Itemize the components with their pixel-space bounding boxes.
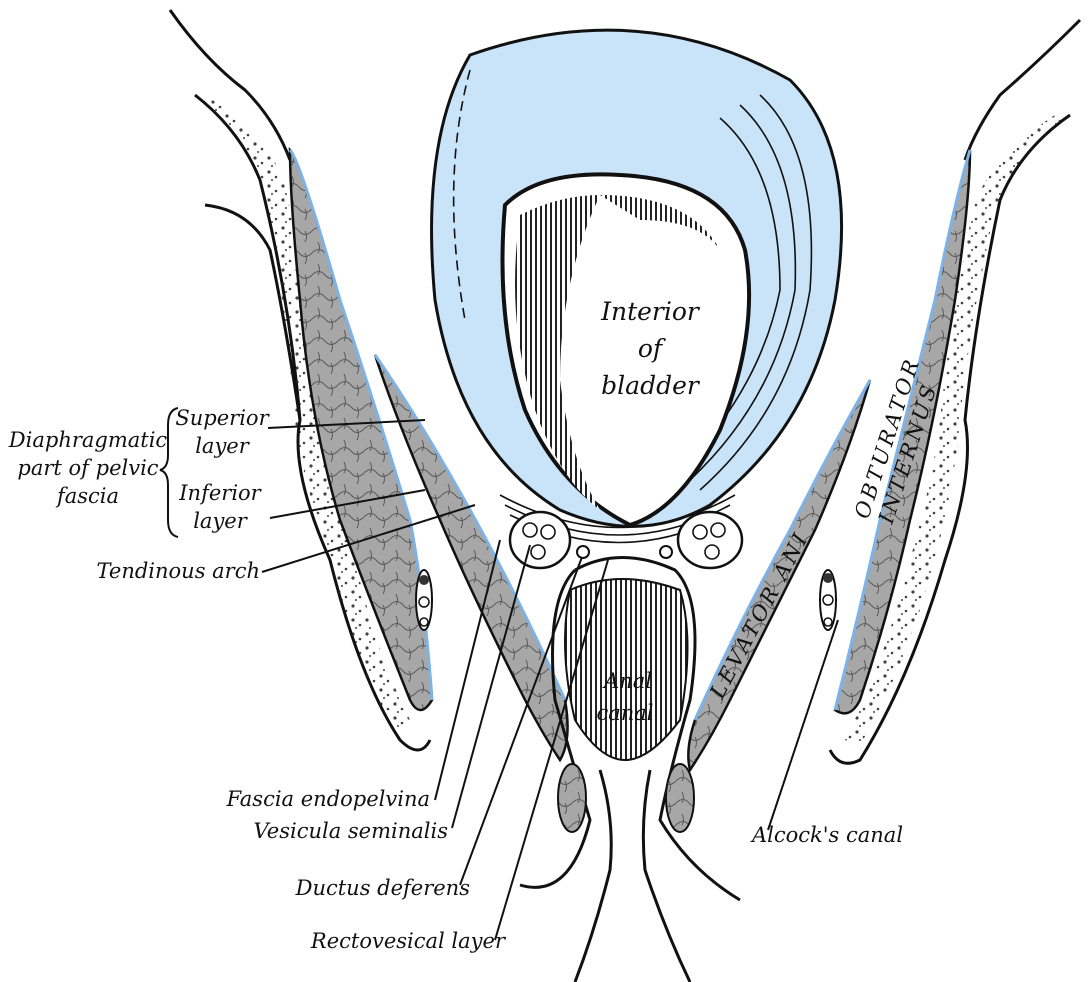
label-rectovesical-layer: Rectovesical layer [310,929,507,953]
label-tendinous-arch: Tendinous arch [97,559,260,583]
anal-canal [520,558,740,982]
label-part-of-pelvic: part of pelvic [17,456,158,480]
label-superior-layer: layer [195,434,251,458]
label-ductus-deferens: Ductus deferens [295,876,471,900]
label-diaphragmatic: Diaphragmatic [8,428,168,452]
label-anal: Anal [602,669,652,693]
label-vesicula-seminalis: Vesicula seminalis [254,819,449,843]
label-canal: canal [596,701,653,725]
label-alcocks-canal: Alcock's canal [750,823,903,847]
label-superior: Superior [175,406,270,430]
bladder [432,30,842,542]
label-of: of [638,334,666,363]
label-inferior: Inferior [178,481,262,505]
label-fascia-endopelvina: Fascia endopelvina [226,787,430,811]
label-inferior-layer: layer [193,509,249,533]
label-fascia: fascia [55,484,119,508]
label-interior: Interior [600,297,701,326]
label-bladder: bladder [601,371,701,400]
